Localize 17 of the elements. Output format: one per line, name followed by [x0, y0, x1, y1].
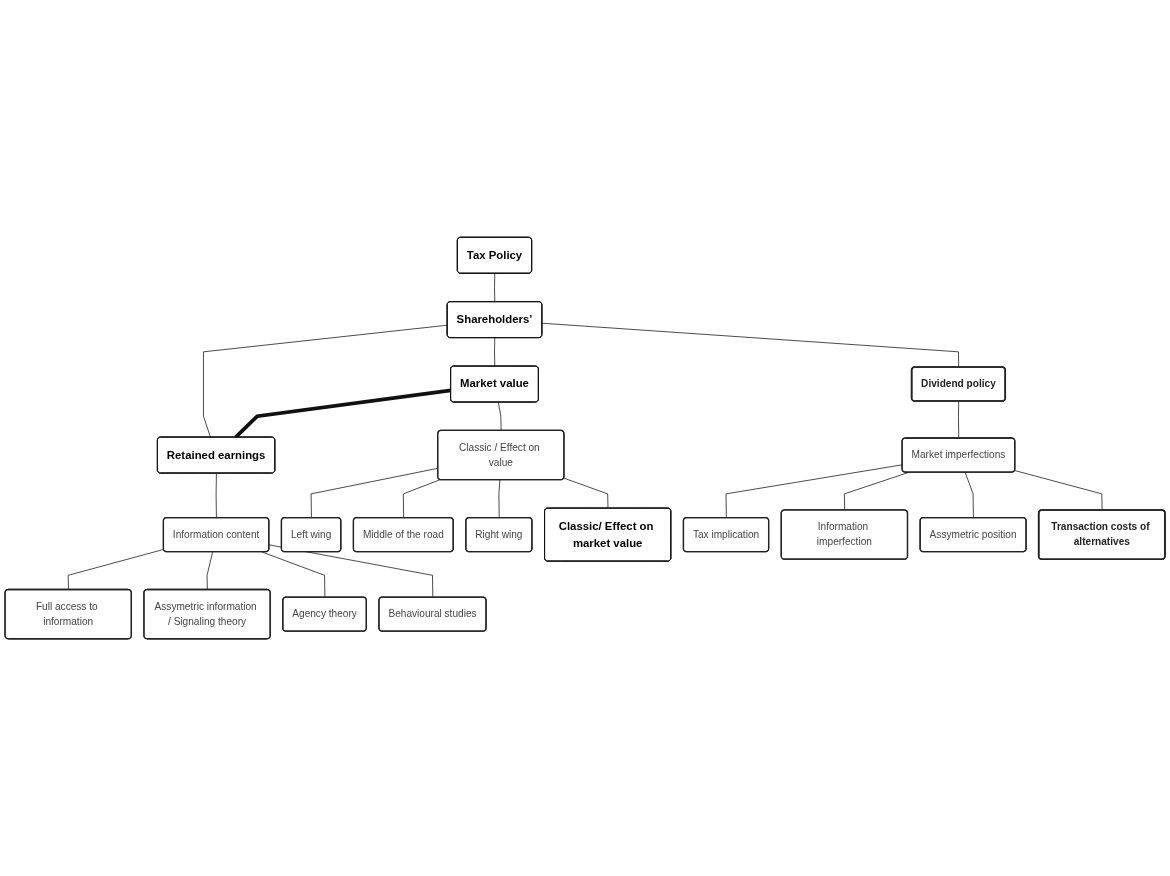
connector [725, 464, 903, 519]
connector [563, 477, 609, 509]
connector [67, 549, 165, 591]
connector [215, 472, 217, 519]
connector [494, 337, 496, 367]
connector [261, 551, 326, 598]
connector [964, 472, 974, 519]
connector [206, 551, 213, 591]
connector [958, 401, 960, 439]
connector [310, 467, 439, 519]
connector [497, 401, 502, 432]
connector [1014, 470, 1103, 511]
connector [498, 479, 501, 519]
connector [203, 324, 448, 438]
connector [541, 322, 960, 368]
connector [234, 388, 452, 439]
connector [494, 273, 496, 303]
